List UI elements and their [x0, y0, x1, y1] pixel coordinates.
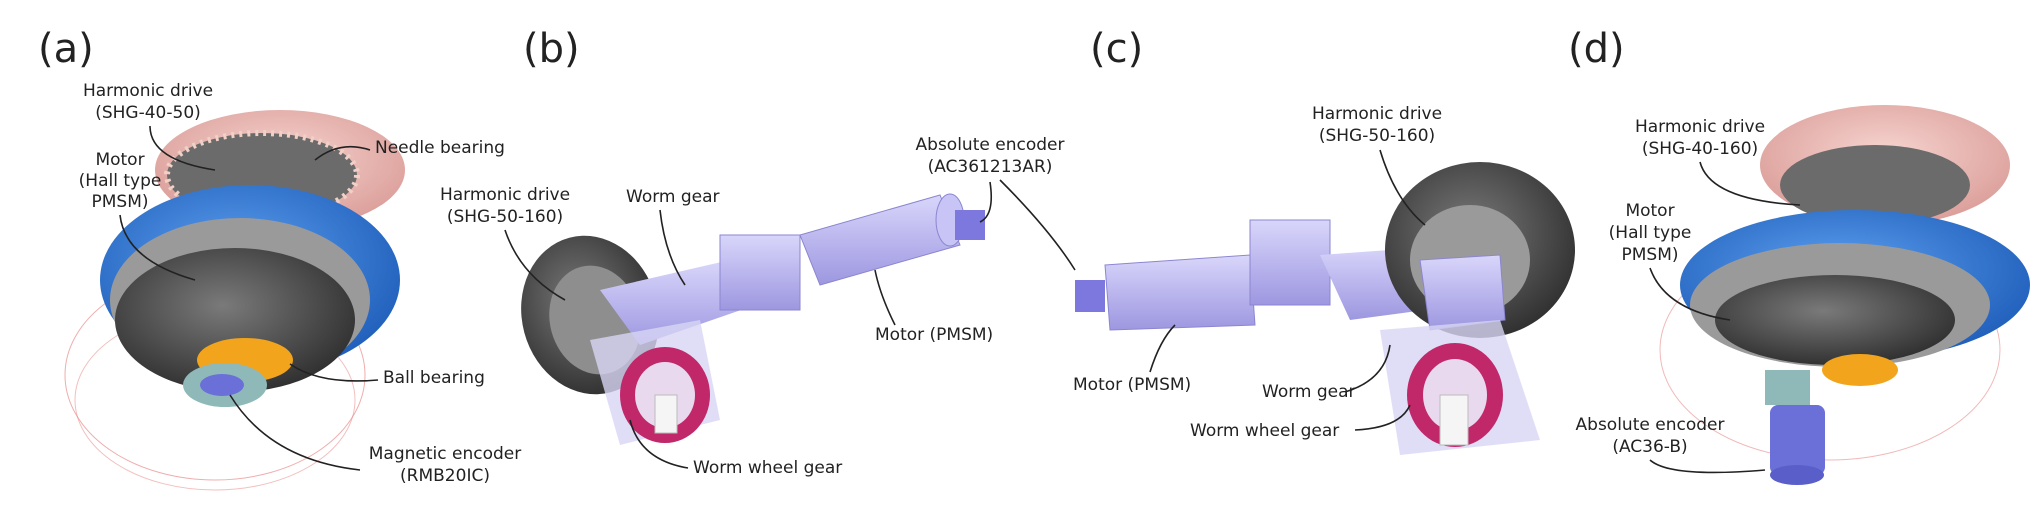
callout-worm-gear-c: Worm gear	[1262, 344, 1391, 402]
output-shaft	[654, 394, 678, 434]
motor-pmsm	[1104, 254, 1256, 331]
motor-pmsm	[799, 194, 961, 286]
panel-d-label: (d)	[1568, 26, 1625, 72]
panel-c-actuator-illustration	[1075, 162, 1575, 455]
svg-text:Worm gear: Worm gear	[1262, 382, 1356, 402]
svg-text:Worm gear: Worm gear	[626, 187, 720, 207]
panel-c-label: (c)	[1090, 26, 1143, 72]
callout-motor-c: Motor (PMSM)	[1073, 324, 1191, 395]
magnetic-encoder	[200, 374, 244, 396]
callout-motor-b: Motor (PMSM)	[874, 269, 993, 345]
svg-text:Harmonic drive: Harmonic drive	[83, 81, 213, 101]
svg-text:Motor: Motor	[95, 150, 144, 170]
svg-text:(RMB20IC): (RMB20IC)	[400, 466, 490, 486]
ball-bearing	[1822, 354, 1898, 386]
absolute-encoder	[1075, 280, 1105, 312]
svg-text:(Hall type: (Hall type	[79, 171, 162, 191]
harmonic-drive-inner	[1780, 145, 1970, 225]
callout-absolute-encoder-b: Absolute encoder (AC361213AR)	[916, 135, 1076, 271]
svg-text:(AC361213AR): (AC361213AR)	[928, 157, 1053, 177]
svg-text:Needle bearing: Needle bearing	[375, 138, 505, 158]
svg-text:Absolute encoder: Absolute encoder	[1576, 415, 1725, 435]
worm-gear-block	[719, 234, 801, 311]
callout-worm-wheel-gear-b: Worm wheel gear	[629, 419, 842, 478]
svg-text:Motor (PMSM): Motor (PMSM)	[875, 325, 993, 345]
panel-d: (d) Harmonic drive (SHG-40-160) Motor (H…	[1568, 26, 2030, 485]
svg-text:Harmonic drive: Harmonic drive	[1635, 117, 1765, 137]
svg-text:PMSM): PMSM)	[1621, 245, 1678, 265]
encoder-bracket	[1765, 370, 1810, 405]
panel-c: (c) Harmonic drive (SHG-50-160) Motor (P…	[1073, 26, 1575, 455]
svg-text:(SHG-50-160): (SHG-50-160)	[1319, 126, 1435, 146]
motor-rotor	[115, 248, 355, 392]
svg-text:Harmonic drive: Harmonic drive	[1312, 104, 1442, 124]
panel-b: (b) Absolute encoder (AC361213AR) Harmon…	[440, 26, 1076, 478]
callout-absolute-encoder-d: Absolute encoder (AC36-B)	[1576, 415, 1766, 474]
svg-text:(Hall type: (Hall type	[1609, 223, 1692, 243]
svg-text:Motor: Motor	[1625, 201, 1674, 221]
callout-ball-bearing-a: Ball bearing	[289, 363, 485, 388]
svg-text:(SHG-50-160): (SHG-50-160)	[447, 207, 563, 227]
panel-a-label: (a)	[38, 26, 94, 72]
callout-harmonic-drive-a: Harmonic drive (SHG-40-50)	[83, 81, 216, 171]
callout-motor-d: Motor (Hall type PMSM)	[1609, 201, 1731, 321]
svg-text:(AC36-B): (AC36-B)	[1612, 437, 1687, 457]
svg-text:Ball bearing: Ball bearing	[383, 368, 485, 388]
svg-text:Harmonic drive: Harmonic drive	[440, 185, 570, 205]
panel-a: (a) Harmonic drive (SHG-40-50) Needle be…	[38, 26, 521, 491]
absolute-encoder	[1770, 405, 1825, 475]
motor-rotor	[1715, 275, 1955, 365]
panel-d-actuator-illustration	[1659, 105, 2030, 485]
link-arm	[1419, 254, 1506, 331]
callout-harmonic-drive-d: Harmonic drive (SHG-40-160)	[1635, 117, 1801, 206]
svg-text:Worm wheel gear: Worm wheel gear	[1190, 421, 1339, 441]
output-shaft	[1439, 394, 1469, 446]
callout-motor-a: Motor (Hall type PMSM)	[79, 150, 196, 281]
callout-worm-wheel-gear-c: Worm wheel gear	[1190, 404, 1411, 441]
needle-bearing-ring	[164, 130, 360, 220]
absolute-encoder	[955, 210, 985, 240]
panel-b-actuator-illustration	[521, 193, 985, 445]
panel-b-label: (b)	[523, 26, 580, 72]
svg-text:Absolute encoder: Absolute encoder	[916, 135, 1065, 155]
worm-gear-block	[1249, 219, 1331, 306]
svg-text:Motor (PMSM): Motor (PMSM)	[1073, 375, 1191, 395]
svg-text:(SHG-40-160): (SHG-40-160)	[1642, 139, 1758, 159]
svg-text:PMSM): PMSM)	[91, 192, 148, 212]
callout-needle-bearing-a: Needle bearing	[314, 138, 505, 161]
svg-text:Magnetic encoder: Magnetic encoder	[369, 444, 521, 464]
callout-worm-gear-b: Worm gear	[626, 187, 720, 286]
callout-magnetic-encoder-a: Magnetic encoder (RMB20IC)	[229, 394, 521, 486]
svg-text:(SHG-40-50): (SHG-40-50)	[95, 103, 201, 123]
callout-harmonic-drive-c: Harmonic drive (SHG-50-160)	[1312, 104, 1442, 226]
svg-text:Worm wheel gear: Worm wheel gear	[693, 458, 842, 478]
callout-harmonic-drive-b: Harmonic drive (SHG-50-160)	[440, 185, 570, 301]
panel-a-actuator-illustration	[64, 110, 405, 491]
encoder-cap	[1770, 465, 1824, 485]
